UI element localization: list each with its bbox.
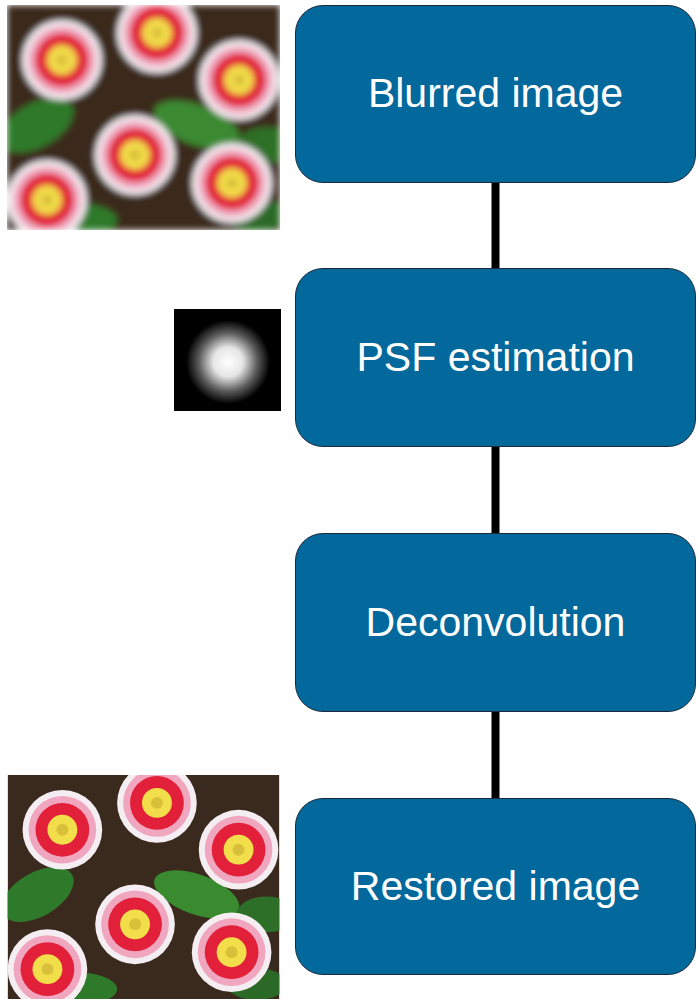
box-label: PSF estimation bbox=[347, 334, 645, 381]
process-box: PSF estimation bbox=[295, 268, 696, 447]
connector bbox=[495, 447, 496, 533]
process-box: Blurred image bbox=[295, 5, 696, 183]
restored-photo bbox=[7, 775, 280, 999]
box-label: Restored image bbox=[341, 863, 650, 910]
process-box: Restored image bbox=[295, 798, 696, 975]
connector bbox=[495, 712, 496, 798]
process-box: Deconvolution bbox=[295, 533, 696, 712]
blurred-photo bbox=[7, 5, 280, 230]
box-label: Blurred image bbox=[358, 70, 633, 117]
connector bbox=[495, 183, 496, 268]
psf-kernel bbox=[174, 309, 281, 411]
box-label: Deconvolution bbox=[356, 599, 636, 646]
